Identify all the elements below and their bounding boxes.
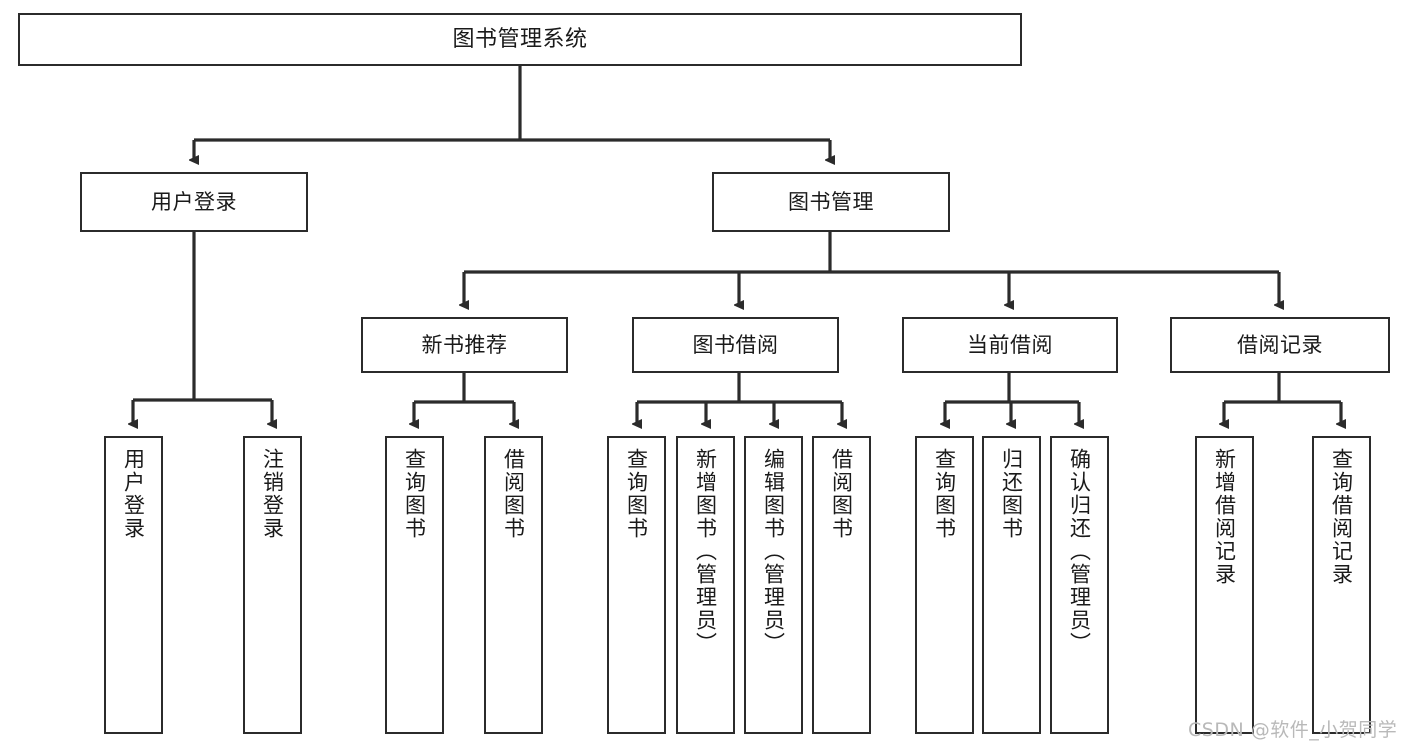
- node-new-book-recommend[interactable]: 新书推荐: [361, 317, 568, 373]
- node-label: 归还图书: [999, 448, 1024, 540]
- node-borrow-record[interactable]: 借阅记录: [1170, 317, 1390, 373]
- node-label: 查询借阅记录: [1329, 448, 1354, 586]
- node-root-book-management-system[interactable]: 图书管理系统: [18, 13, 1022, 66]
- node-label: 注销登录: [260, 448, 285, 540]
- node-label: 新增借阅记录: [1212, 448, 1237, 586]
- node-label: 新增图书（管理员）: [693, 448, 718, 655]
- leaf-book-borrow-query[interactable]: 查询图书: [607, 436, 666, 734]
- node-label: 图书管理: [788, 189, 874, 214]
- node-label: 借阅记录: [1237, 332, 1323, 357]
- leaf-user-login-login[interactable]: 用户登录: [104, 436, 163, 734]
- node-label: 查询图书: [932, 448, 957, 540]
- leaf-book-borrow-edit-admin[interactable]: 编辑图书（管理员）: [744, 436, 803, 734]
- node-label: 查询图书: [402, 448, 427, 540]
- node-label: 用户登录: [121, 448, 146, 540]
- node-label: 新书推荐: [421, 332, 508, 357]
- node-label: 确认归还（管理员）: [1067, 448, 1092, 655]
- leaf-book-borrow-add-admin[interactable]: 新增图书（管理员）: [676, 436, 735, 734]
- leaf-new-book-query[interactable]: 查询图书: [385, 436, 444, 734]
- node-label: 借阅图书: [501, 448, 526, 540]
- leaf-current-borrow-confirm-return-admin[interactable]: 确认归还（管理员）: [1050, 436, 1109, 734]
- node-label: 图书借阅: [692, 332, 779, 357]
- leaf-current-borrow-query[interactable]: 查询图书: [915, 436, 974, 734]
- watermark-text: CSDN @软件_小贺同学: [1188, 719, 1398, 741]
- node-current-borrow[interactable]: 当前借阅: [902, 317, 1118, 373]
- leaf-current-borrow-return[interactable]: 归还图书: [982, 436, 1041, 734]
- leaf-book-borrow-borrow[interactable]: 借阅图书: [812, 436, 871, 734]
- leaf-borrow-record-query[interactable]: 查询借阅记录: [1312, 436, 1371, 734]
- leaf-new-book-borrow[interactable]: 借阅图书: [484, 436, 543, 734]
- leaf-borrow-record-add[interactable]: 新增借阅记录: [1195, 436, 1254, 734]
- node-book-borrow[interactable]: 图书借阅: [632, 317, 839, 373]
- node-label: 用户登录: [151, 189, 237, 214]
- node-label: 借阅图书: [829, 448, 854, 540]
- leaf-user-login-logout[interactable]: 注销登录: [243, 436, 302, 734]
- node-label: 图书管理系统: [452, 26, 588, 52]
- node-label: 查询图书: [624, 448, 649, 540]
- node-user-login[interactable]: 用户登录: [80, 172, 308, 232]
- node-label: 编辑图书（管理员）: [761, 448, 786, 655]
- node-label: 当前借阅: [967, 332, 1053, 357]
- node-book-management[interactable]: 图书管理: [712, 172, 950, 232]
